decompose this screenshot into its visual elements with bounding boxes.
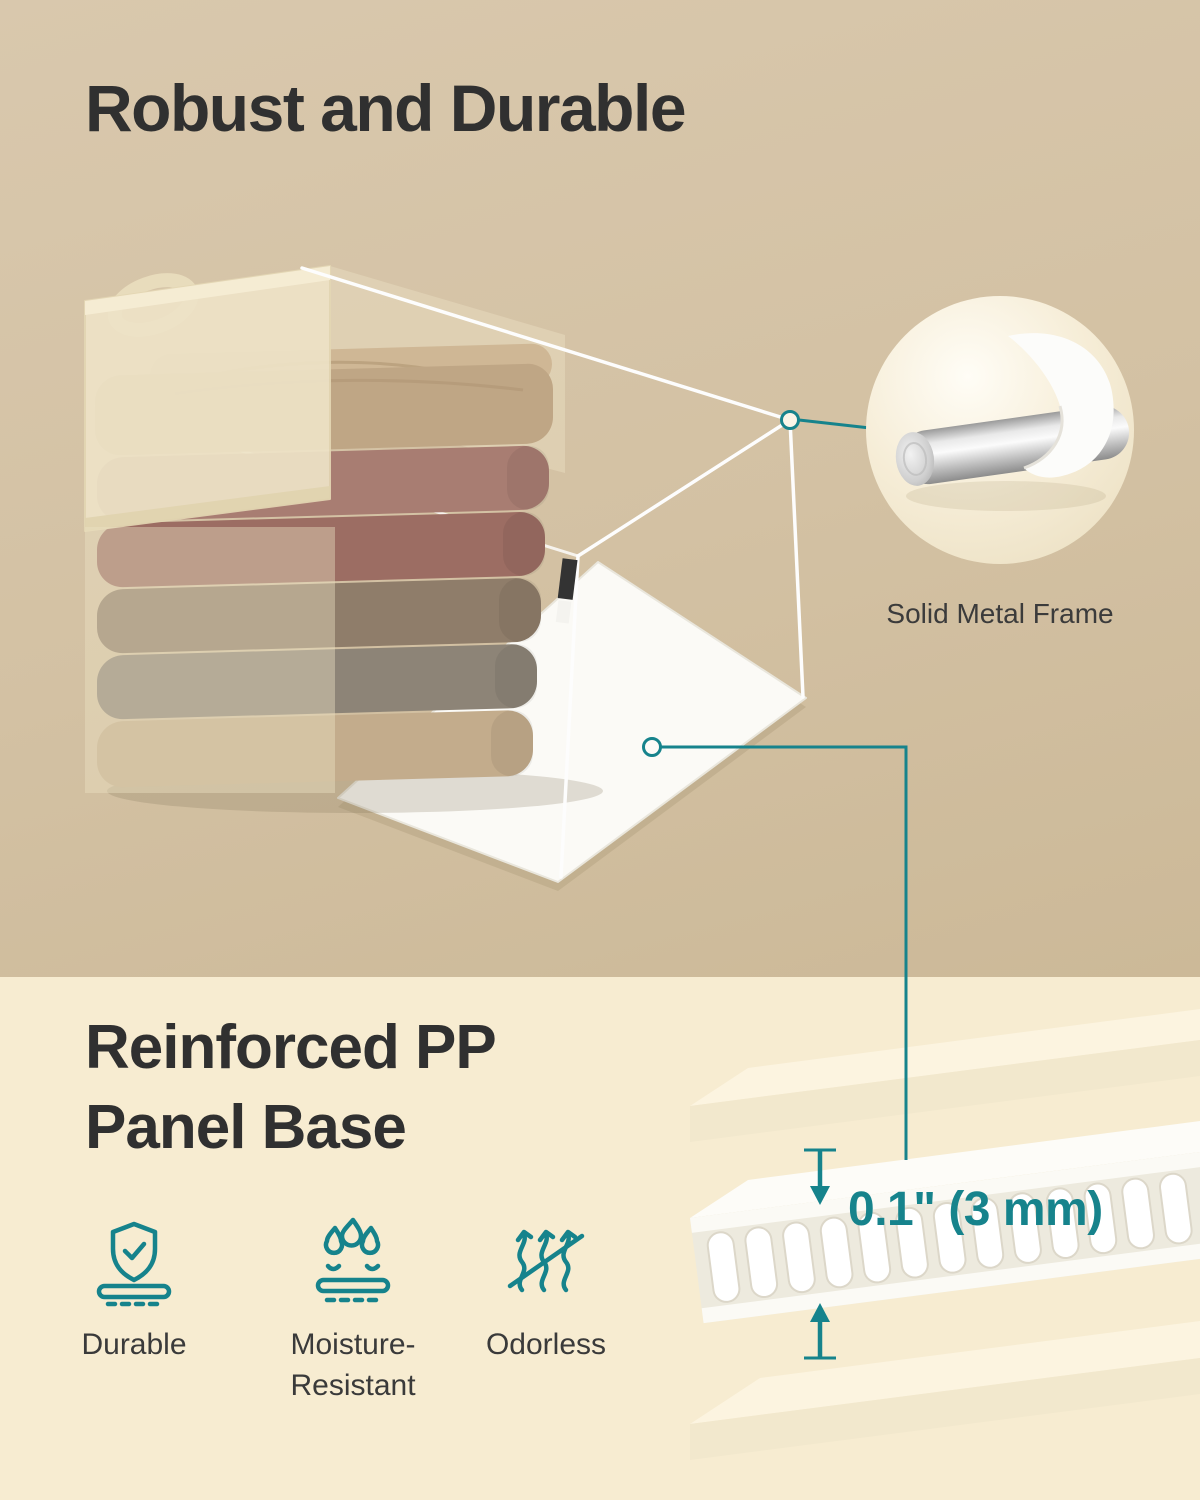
feature-moisture-resistant: Moisture- Resistant (241, 1216, 465, 1406)
basket-fabric-panel (84, 265, 331, 532)
bottom-heading: Reinforced PP Panel Base (85, 1013, 497, 1162)
metal-frame-zoom-callout (866, 296, 1134, 564)
metal-wire-frame (300, 266, 805, 879)
pp-sheet-bottom (690, 1321, 1200, 1460)
top-heading: Robust and Durable (85, 71, 687, 145)
corrugation-cells (706, 1172, 1193, 1303)
pp-panel-illustration (690, 1009, 1200, 1460)
feature-durable-label: Durable (81, 1328, 187, 1361)
clothes-layer-dark-rose (97, 512, 545, 588)
metal-rod-closeup (895, 333, 1130, 511)
thickness-measurement: 0.1" (3 mm) (848, 1183, 1103, 1236)
shield-durable-icon (96, 1221, 172, 1307)
odorless-waves-icon (507, 1229, 585, 1293)
clothes-layer-beige (97, 710, 533, 788)
feature-moisture-label: Moisture- Resistant (290, 1328, 416, 1402)
fabric-flap (1008, 333, 1114, 478)
moisture-drops-icon (315, 1217, 391, 1303)
basket-mesh-front (85, 527, 335, 793)
feature-durable: Durable (22, 1216, 246, 1365)
pp-sheet-top (690, 1009, 1200, 1142)
storage-basket-illustration (84, 265, 807, 891)
care-tag (555, 558, 578, 624)
clothes-layer-gray (97, 644, 537, 720)
feature-odorless: Odorless (434, 1216, 658, 1365)
clothes-layer-taupe (97, 578, 541, 654)
feature-odorless-label: Odorless (485, 1328, 607, 1361)
metal-frame-label: Solid Metal Frame (886, 598, 1114, 629)
